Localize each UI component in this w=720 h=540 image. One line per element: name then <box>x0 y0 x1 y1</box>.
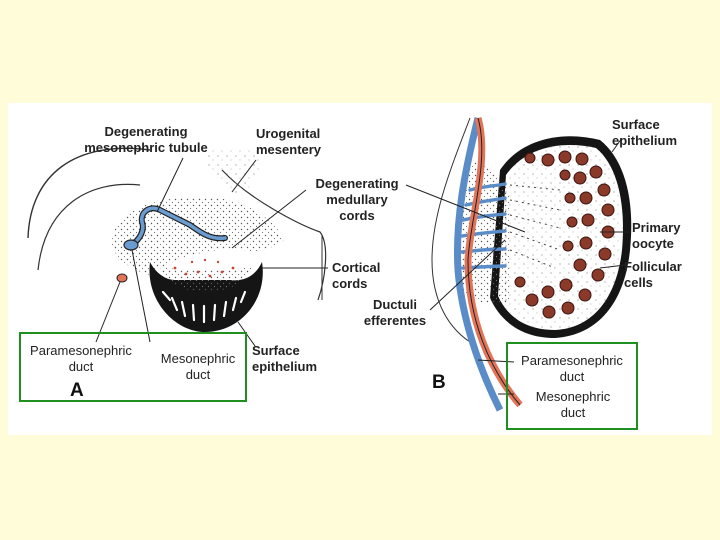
panel-letter-b: B <box>432 372 446 393</box>
label-degenerating-medullary-cords: Degenerating medullary cords <box>315 176 399 223</box>
label-mesonephric-duct-b: Mesonephric duct <box>535 389 611 420</box>
label-degenerating-mesonephric-tubule: Degenerating mesonephric tubule <box>84 124 208 155</box>
label-follicular-cells: Follicular cells <box>624 259 682 290</box>
label-primary-oocyte: Primary oocyte <box>632 220 681 251</box>
oocyte-cluster <box>514 150 615 319</box>
label-urogenital-mesentery: Urogenital mesentery <box>256 126 322 157</box>
panel-letter-a: A <box>70 380 84 401</box>
label-paramesonephric-duct-b: Paramesonephric duct <box>521 353 623 384</box>
label-cortical-cords: Cortical cords <box>332 260 381 291</box>
label-ductuli-efferentes: Ductuli efferentes <box>363 297 427 328</box>
panel-b-drawing <box>405 117 632 412</box>
highlight-box-a <box>19 332 247 402</box>
panel-a-drawing <box>27 147 328 347</box>
label-surface-epithelium-a: Surface epithelium <box>252 343 318 374</box>
label-mesonephric-duct-a: Mesonephric duct <box>160 351 236 382</box>
label-surface-epithelium-b: Surface epithelium <box>612 117 678 148</box>
label-paramesonephric-duct-a: Paramesonephric duct <box>30 343 132 374</box>
highlight-box-b <box>506 342 638 430</box>
